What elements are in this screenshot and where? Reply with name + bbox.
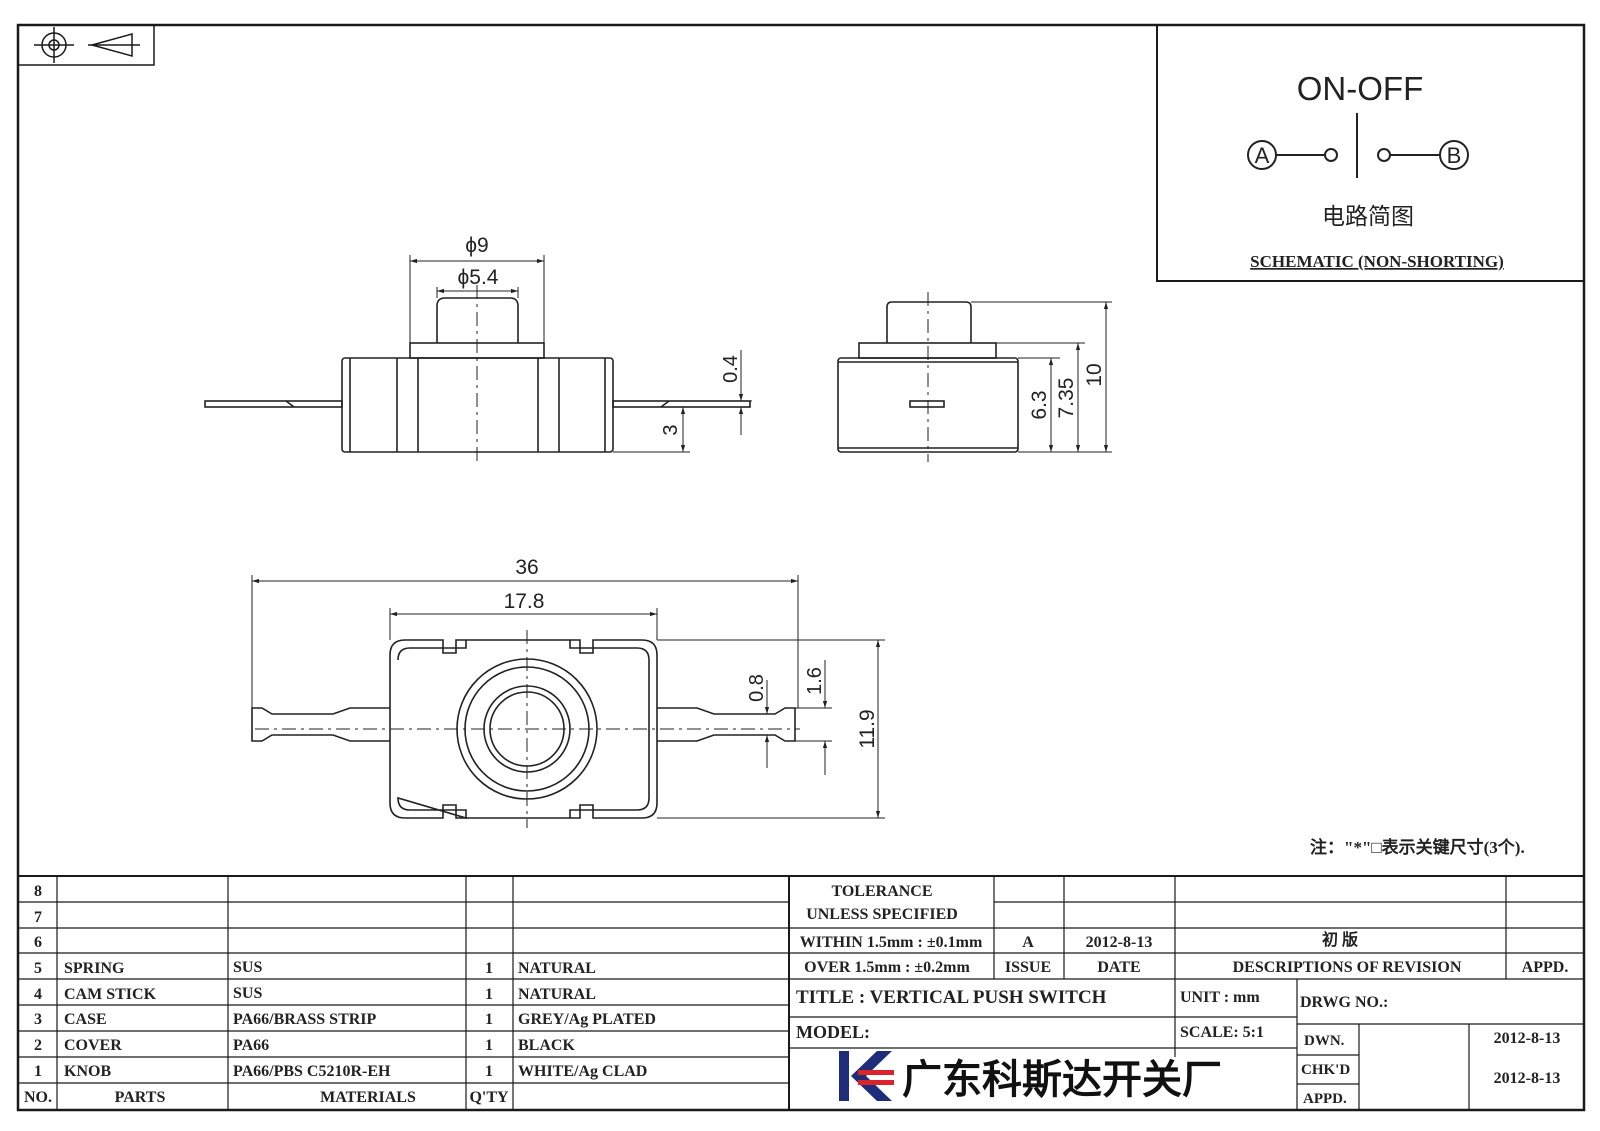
revision-header-date: DATE: [1097, 959, 1140, 976]
unit-label: UNIT : mm: [1180, 989, 1260, 1006]
tolerance-line2: UNLESS SPECIFIED: [806, 906, 958, 923]
model-label: MODEL:: [796, 1022, 870, 1042]
side-dimensions: [971, 301, 1112, 453]
dim-phi9: ϕ9: [465, 234, 488, 257]
bom-no: 7: [34, 909, 42, 926]
bom-no: 1: [34, 1063, 42, 1080]
tolerance-block: TOLERANCE UNLESS SPECIFIED WITHIN 1.5mm …: [800, 883, 983, 976]
table-row: 2 COVER PA66 1 BLACK: [34, 1037, 575, 1054]
schematic-panel: ON-OFF A B 电路简图 SCHEMATIC (NON-SHORTING): [1156, 24, 1585, 282]
top-dimensions: [251, 575, 885, 819]
tolerance-line4: OVER 1.5mm : ±0.2mm: [804, 959, 970, 976]
company-logo-icon: [839, 1051, 894, 1101]
drwg-no-label: DRWG NO.:: [1300, 994, 1388, 1011]
bom-header-row: NO. PARTS MATERIALS Q'TY: [24, 1089, 509, 1106]
revision-date: 2012-8-13: [1086, 934, 1153, 951]
bom-part: CAM STICK: [64, 986, 157, 1003]
revision-description: 初 版: [1322, 930, 1358, 949]
dim-08: 0.8: [746, 674, 768, 702]
revision-header-appd: APPD.: [1522, 959, 1569, 976]
bom-no: 6: [34, 934, 42, 951]
revision-header-descriptions: DESCRIPTIONS OF REVISION: [1233, 959, 1462, 976]
bom-material: PA66/BRASS STRIP: [233, 1011, 377, 1028]
revision-issue: A: [1022, 934, 1034, 951]
bom-header-qty: Q'TY: [469, 1089, 509, 1106]
table-row: 1 KNOB PA66/PBS C5210R-EH 1 WHITE/Ag CLA…: [34, 1063, 647, 1080]
switch-symbol-icon: [1247, 113, 1469, 178]
tolerance-line1: TOLERANCE: [831, 883, 932, 900]
table-row: 8: [34, 883, 42, 900]
bom-color: GREY/Ag PLATED: [518, 1011, 656, 1028]
terminal-b-label: B: [1447, 143, 1462, 168]
bom-qty: 1: [485, 1063, 493, 1080]
dim-04: 0.4: [720, 355, 742, 383]
bom-no: 8: [34, 883, 42, 900]
revision-header-issue: ISSUE: [1005, 959, 1051, 976]
bom-qty: 1: [485, 1037, 493, 1054]
terminal-a-label: A: [1255, 143, 1270, 168]
drawing-title: TITLE : VERTICAL PUSH SWITCH: [796, 987, 1107, 1008]
table-grid: [18, 875, 1584, 1110]
bom-material: SUS: [233, 959, 262, 976]
company-name: 广东科斯达开关厂: [902, 1057, 1222, 1103]
table-row: 7: [34, 909, 42, 926]
schematic-caption-cn: 电路简图: [1322, 203, 1414, 229]
dwn-label: DWN.: [1304, 1033, 1345, 1049]
bom-qty: 1: [485, 1011, 493, 1028]
bom-material: PA66/PBS C5210R-EH: [233, 1063, 391, 1080]
bom-material: PA66: [233, 1037, 269, 1054]
dim-735: 7.35: [1055, 378, 1078, 419]
front-dimensions: [409, 255, 752, 453]
bom-no: 2: [34, 1037, 42, 1054]
bom-no: 4: [34, 986, 42, 1003]
dim-3: 3: [660, 424, 682, 435]
table-row: 3 CASE PA66/BRASS STRIP 1 GREY/Ag PLATED: [34, 1011, 656, 1028]
tolerance-line3: WITHIN 1.5mm : ±0.1mm: [800, 934, 983, 951]
bom-qty: 1: [485, 960, 493, 977]
bom-header-no: NO.: [24, 1089, 52, 1106]
bom-color: BLACK: [518, 1037, 575, 1054]
bom-no: 3: [34, 1011, 42, 1028]
projection-symbol-icon: [17, 24, 155, 66]
table-row: 6: [34, 934, 42, 951]
appd-label: APPD.: [1303, 1091, 1347, 1107]
revision-block: A 2012-8-13 初 版 ISSUE DATE DESCRIPTIONS …: [1005, 930, 1568, 976]
bom-color: WHITE/Ag CLAD: [518, 1063, 647, 1080]
dim-63: 6.3: [1028, 390, 1051, 419]
bom-color: NATURAL: [518, 986, 596, 1003]
top-view: [251, 630, 800, 828]
bom-color: NATURAL: [518, 960, 596, 977]
chkd-date: 2012-8-13: [1494, 1070, 1561, 1087]
bom-header-parts: PARTS: [115, 1089, 166, 1106]
dim-36: 36: [515, 556, 538, 579]
bom-header-materials: MATERIALS: [320, 1089, 416, 1106]
dim-10: 10: [1083, 363, 1106, 386]
dim-119: 11.9: [856, 709, 879, 748]
table-row: 5 SPRING SUS 1 NATURAL: [34, 959, 596, 977]
bom-table: 8 7 6 5 SPRING SUS 1 NATURAL 4 CAM STICK…: [24, 883, 656, 1106]
schematic-caption-en: SCHEMATIC (NON-SHORTING): [1250, 252, 1504, 271]
bom-part: SPRING: [64, 960, 125, 977]
bom-part: KNOB: [64, 1063, 111, 1080]
bom-no: 5: [34, 960, 42, 977]
bom-part: COVER: [64, 1037, 122, 1054]
sheet-border: [16, 23, 1586, 1112]
dim-178: 17.8: [504, 590, 545, 613]
dim-phi54: ϕ5.4: [458, 266, 499, 289]
table-row: 4 CAM STICK SUS 1 NATURAL: [34, 985, 596, 1003]
title-block: TITLE : VERTICAL PUSH SWITCH MODEL: UNIT…: [796, 987, 1560, 1107]
critical-dimension-note: 注："*"□表示关键尺寸(3个).: [1310, 837, 1525, 857]
bom-qty: 1: [485, 986, 493, 1003]
bom-material: SUS: [233, 985, 262, 1002]
scale-label: SCALE: 5:1: [1180, 1024, 1264, 1041]
bom-part: CASE: [64, 1011, 107, 1028]
dim-16: 1.6: [804, 667, 826, 695]
dwn-date: 2012-8-13: [1494, 1030, 1561, 1047]
schematic-title: ON-OFF: [1297, 70, 1423, 107]
chkd-label: CHK'D: [1301, 1062, 1350, 1078]
side-view: [837, 292, 1019, 462]
